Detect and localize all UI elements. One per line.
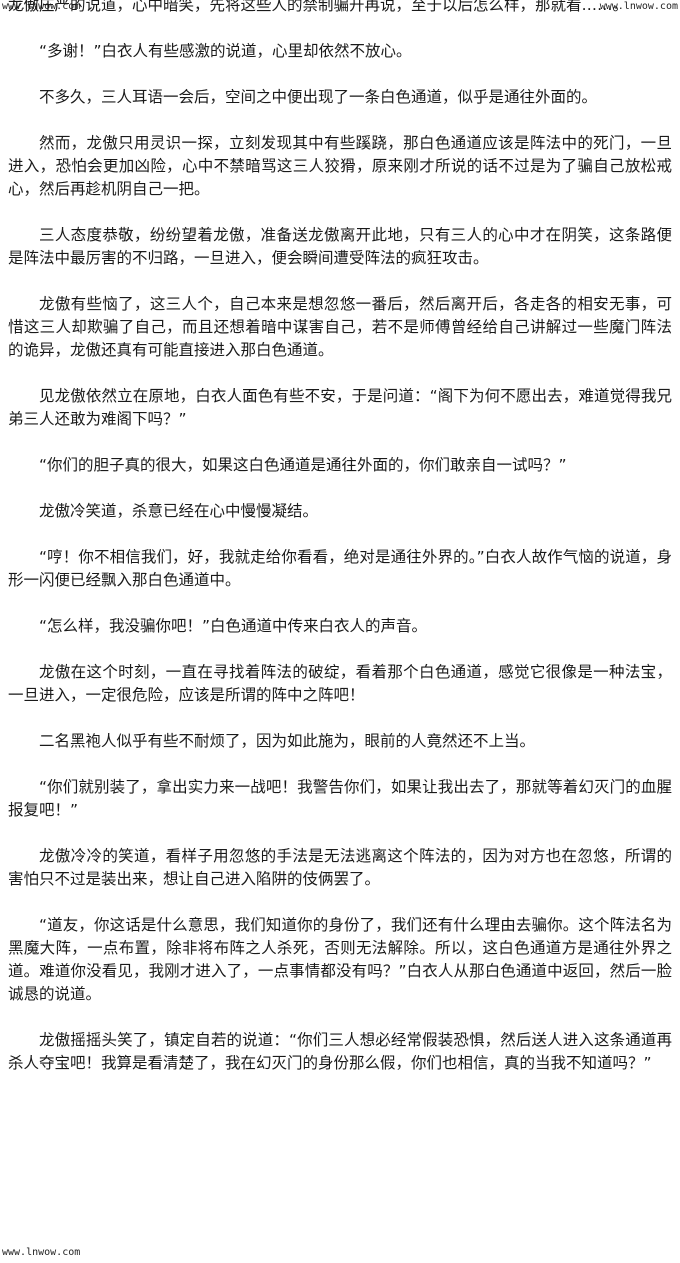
watermark-top-left: www.lnwow.com	[2, 1, 81, 13]
paragraph: 三人态度恭敬，纷纷望着龙傲，准备送龙傲离开此地，只有三人的心中才在阴笑，这条路便…	[8, 226, 672, 267]
paragraph: “道友，你这话是什么意思，我们知道你的身份了，我们还有什么理由去骗你。这个阵法名…	[8, 916, 672, 1003]
paragraph: 见龙傲依然立在原地，白衣人面色有些不安，于是问道：“阁下为何不愿出去，难道觉得我…	[8, 387, 672, 428]
paragraph: 然而，龙傲只用灵识一探，立刻发现其中有些蹊跷，那白色通道应该是阵法中的死门，一旦…	[8, 134, 672, 198]
paragraph: “多谢！”白衣人有些感激的说道，心里却依然不放心。	[39, 42, 412, 60]
paragraph: “你们就别装了，拿出实力来一战吧！我警告你们，如果让我出去了，那就等着幻灭门的血…	[8, 778, 672, 819]
paragraph: “怎么样，我没骗你吧！”白色通道中传来白衣人的声音。	[39, 617, 428, 635]
paragraph: “你们的胆子真的很大，如果这白色通道是通往外面的，你们敢亲自一试吗？”	[39, 456, 567, 474]
paragraph: 龙傲在这个时刻，一直在寻找着阵法的破绽，看着那个白色通道，感觉它很像是一种法宝，…	[8, 663, 672, 704]
watermark-bottom-left: www.lnwow.com	[2, 1247, 81, 1259]
watermark-top-right: www.lnwow.com	[599, 1, 678, 13]
paragraph: 龙傲冷冷的笑道，看样子用忽悠的手法是无法逃离这个阵法的，因为对方也在忽悠，所谓的…	[8, 847, 672, 888]
paragraph: 不多久，三人耳语一会后，空间之中便出现了一条白色通道，似乎是通往外面的。	[39, 88, 598, 106]
paragraph: 龙傲摇摇头笑了，镇定自若的说道：“你们三人想必经常假装恐惧，然后送人进入这条通道…	[8, 1031, 672, 1072]
paragraph: 龙傲庄严的说道，心中暗笑，先将这些人的禁制骗开再说，至于以后怎么样，那就看……。	[8, 0, 629, 14]
paragraph: 龙傲有些恼了，这三人个，自己本来是想忽悠一番后，然后离开后，各走各的相安无事，可…	[8, 295, 672, 359]
paragraph: 二名黑袍人似乎有些不耐烦了，因为如此施为，眼前的人竟然还不上当。	[39, 732, 536, 750]
paragraph: 龙傲冷笑道，杀意已经在心中慢慢凝结。	[39, 502, 319, 520]
article-body: 龙傲庄严的说道，心中暗笑，先将这些人的禁制骗开再说，至于以后怎么样，那就看……。…	[8, 0, 672, 1075]
paragraph: “哼！你不相信我们，好，我就走给你看看，绝对是通往外界的。”白衣人故作气恼的说道…	[8, 548, 672, 589]
